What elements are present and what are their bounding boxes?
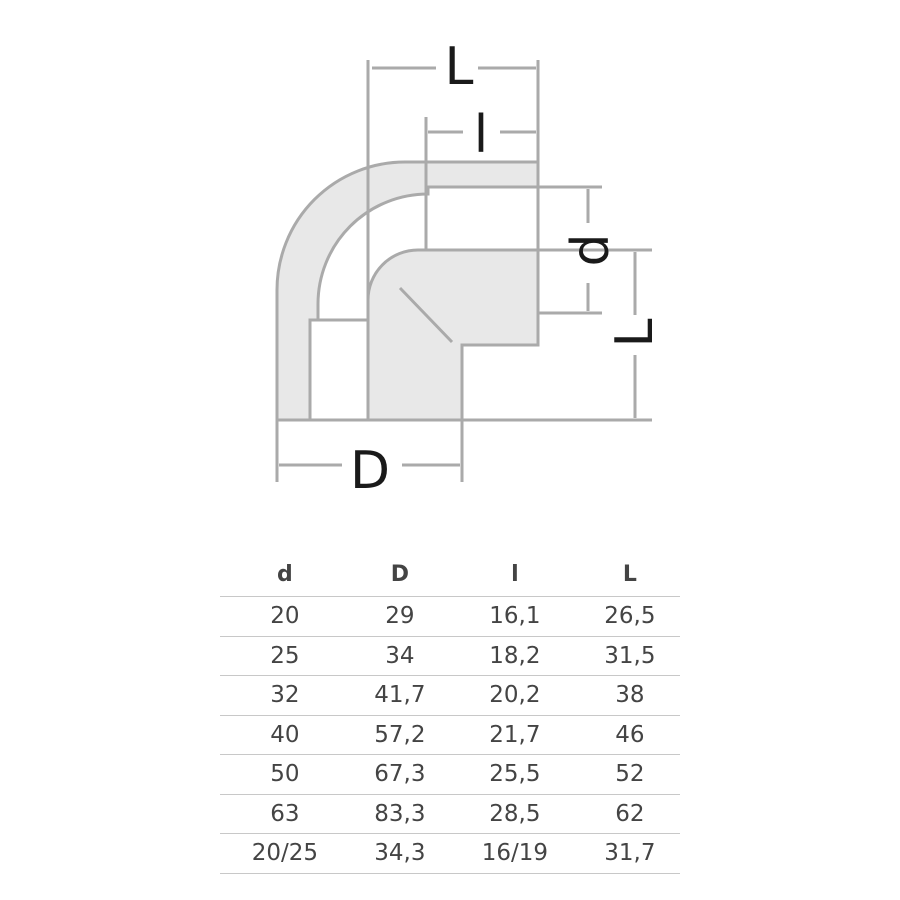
table-cell: 38: [579, 675, 680, 716]
dim-label-d: d: [561, 233, 621, 266]
dim-label-D: D: [350, 441, 390, 501]
dim-label-L-right: L: [605, 318, 665, 347]
table-cell: 21,7: [449, 715, 580, 755]
table-cell: 16/19: [449, 833, 580, 874]
table-cell: 50: [220, 754, 350, 795]
header-D: D: [349, 552, 450, 597]
table-cell: 28,5: [449, 794, 580, 834]
table-cell: 57,2: [349, 715, 450, 755]
header-l: l: [449, 552, 580, 597]
outer-pipe: [275, 160, 540, 422]
table-cell: 67,3: [349, 754, 450, 795]
header-L: L: [579, 552, 680, 597]
table-cell: 26,5: [579, 596, 680, 637]
table-cell: 83,3: [349, 794, 450, 834]
table-cell: 46: [579, 715, 680, 755]
table-cell: 29: [349, 596, 450, 637]
table-cell: 20/25: [220, 833, 350, 874]
table-cell: 52: [579, 754, 680, 795]
table-cell: 31,5: [579, 636, 680, 676]
elbow-body: [366, 248, 540, 422]
table-cell: 20,2: [449, 675, 580, 716]
table-cell: 41,7: [349, 675, 450, 716]
table-cell: 25,5: [449, 754, 580, 795]
dim-label-L-top: L: [445, 37, 474, 97]
table-cell: 63: [220, 794, 350, 834]
table-cell: 18,2: [449, 636, 580, 676]
socket-depth-mark: [398, 286, 454, 344]
header-d: d: [220, 552, 350, 597]
elbow-diagram: L l d L D: [275, 37, 665, 501]
table-cell: 34: [349, 636, 450, 676]
table-cell: 40: [220, 715, 350, 755]
table-cell: 32: [220, 675, 350, 716]
dim-label-l: l: [474, 105, 488, 165]
table-cell: 34,3: [349, 833, 450, 874]
table-header-row: d D l L: [220, 552, 680, 597]
table-cell: 25: [220, 636, 350, 676]
table-cell: 20: [220, 596, 350, 637]
table-cell: 16,1: [449, 596, 580, 637]
table-cell: 31,7: [579, 833, 680, 874]
table-cell: 62: [579, 794, 680, 834]
